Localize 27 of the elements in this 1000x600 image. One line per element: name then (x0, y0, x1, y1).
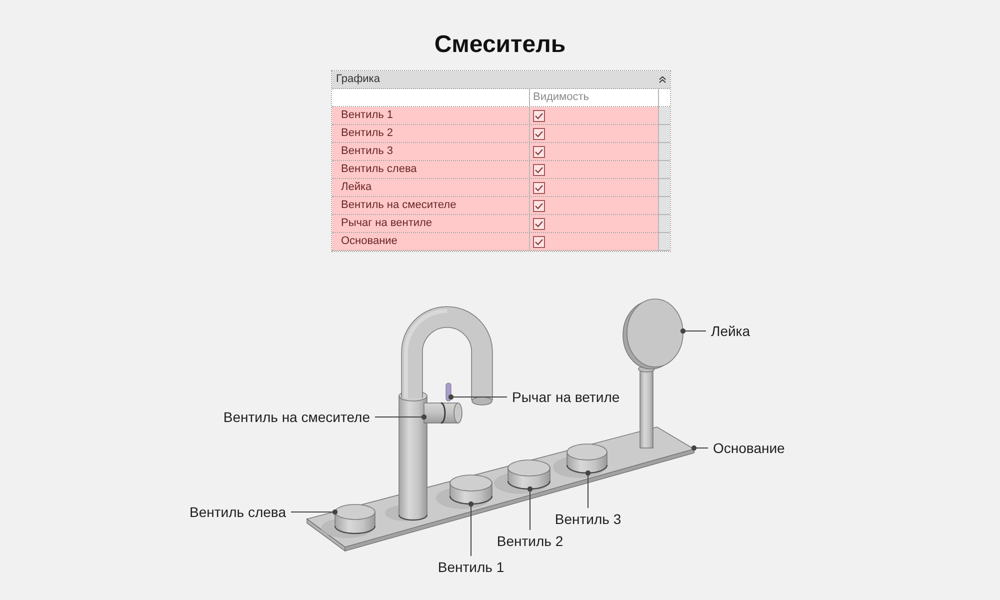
leader-line (691, 445, 708, 451)
property-name: Вентиль 2 (341, 126, 394, 141)
callout-label: Лейка (706, 320, 756, 342)
property-name: Вентиль слева (341, 162, 417, 177)
leader-line (680, 328, 706, 334)
property-name: Вентиль 1 (341, 108, 394, 123)
callout-label: Вентиль слева (184, 501, 291, 523)
callout-label: Вентиль 2 (492, 530, 568, 552)
callout-label: Вентиль на смесителе (218, 406, 375, 428)
leader-line (527, 486, 533, 530)
callout-label: Вентиль 3 (550, 508, 626, 530)
column-header: Видимость (533, 90, 589, 105)
shower-head (622, 298, 684, 370)
property-name: Лейка (341, 180, 372, 195)
property-name: Основание (341, 234, 398, 249)
title: Смеситель (434, 31, 566, 59)
callout-label: Рычаг на ветиле (507, 386, 625, 408)
property-name: Рычаг на вентиле (341, 216, 432, 231)
valve-knob (507, 460, 551, 490)
section-title: Графика (336, 72, 380, 87)
leader-line (585, 470, 591, 508)
valve-knob (566, 444, 608, 474)
property-name: Вентиль на смесителе (341, 198, 456, 213)
leader-line (290, 509, 338, 515)
callout-label: Основание (708, 437, 790, 459)
property-name: Вентиль 3 (341, 144, 394, 159)
callout-label: Вентиль 1 (432, 556, 510, 578)
